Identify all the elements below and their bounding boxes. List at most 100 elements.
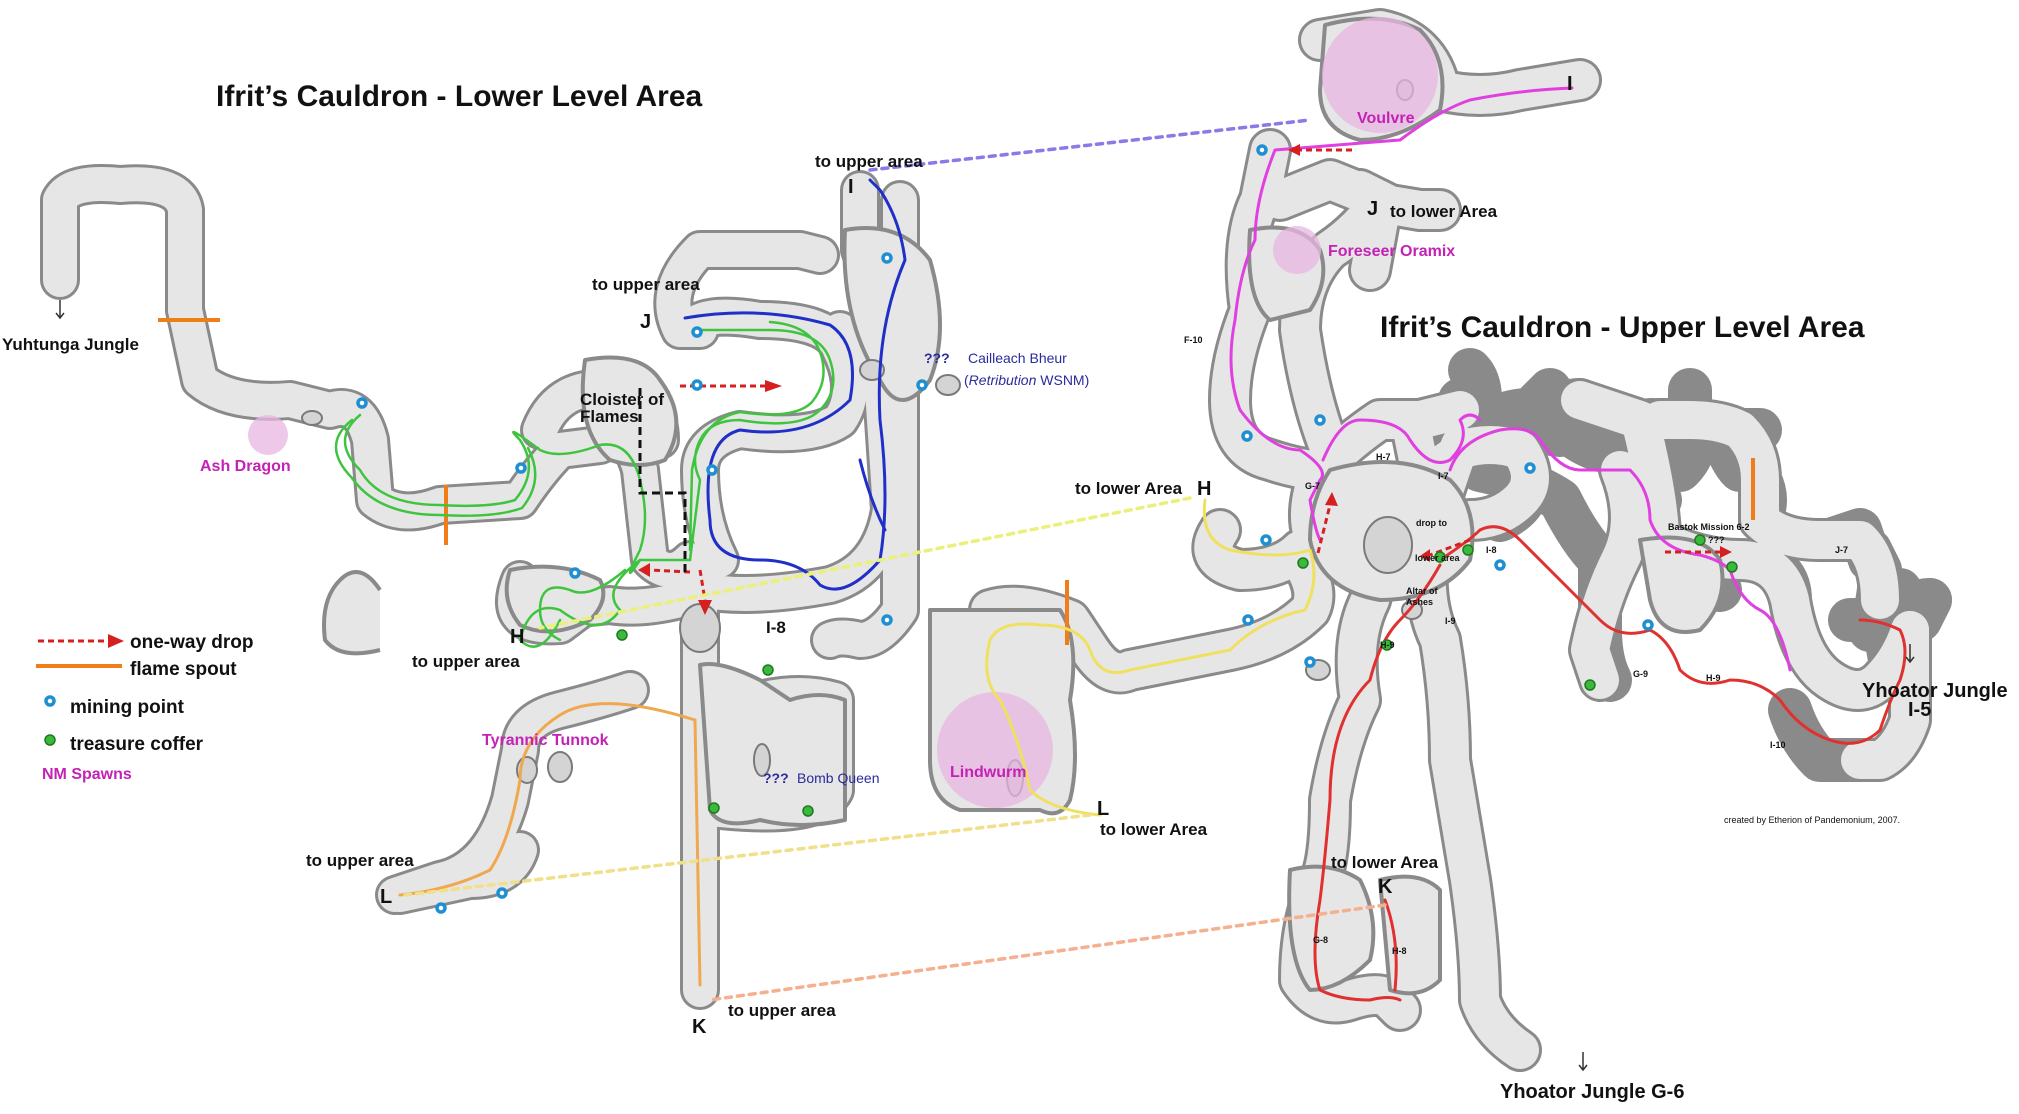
mining-point — [691, 379, 703, 391]
exit-arrow-yuhtunga — [55, 300, 65, 320]
mining-points — [356, 144, 1654, 914]
flame-spouts — [158, 318, 1755, 645]
lindwurm-label: Lindwurm — [950, 764, 1026, 781]
cloister-label-2: Flames — [580, 407, 639, 426]
grid-label: H-9 — [1706, 673, 1721, 683]
upper-j-exit-label: to lower Area — [1390, 202, 1498, 221]
treasure-coffer — [1694, 534, 1706, 546]
lower-j-exit-label: to upper area — [592, 275, 700, 294]
grid-label: I-8 — [1486, 545, 1497, 555]
mining-point — [1642, 619, 1654, 631]
mining-point — [1314, 414, 1326, 426]
mining-point — [515, 462, 527, 474]
connection-k — [708, 903, 1387, 1002]
mining-point — [356, 397, 368, 409]
mining-point — [1524, 462, 1536, 474]
oramix-label: Foreseer Oramix — [1328, 243, 1455, 260]
exit-arrows — [55, 300, 1915, 1072]
legend-mining-swatch — [44, 695, 56, 707]
upper-k-exit-label: to lower Area — [1331, 853, 1439, 872]
cloister-label-1: Cloister of — [580, 390, 664, 409]
legend-nm-label: NM Spawns — [42, 766, 132, 783]
credit-label: created by Etherion of Pandemonium, 2007… — [1724, 815, 1900, 825]
lower-k-exit-label: to upper area — [728, 1001, 836, 1020]
exit-arrow-yhoator-i5 — [1905, 644, 1915, 664]
lower-routes — [334, 178, 907, 987]
lower-i-letter: I — [848, 176, 854, 198]
grid-label: G-7 — [1305, 481, 1320, 491]
mining-point — [435, 902, 447, 914]
connection-i — [868, 118, 1312, 172]
mining-point — [881, 252, 893, 264]
legend: one-way drop flame spout mining point tr… — [36, 632, 254, 783]
mining-point — [496, 887, 508, 899]
lindwurm-spawn — [937, 692, 1053, 808]
area-connections — [403, 118, 1387, 1002]
legend-drop-label: one-way drop — [130, 632, 254, 653]
yhoator-i5-label-1: Yhoator Jungle — [1862, 680, 2008, 702]
grid-label: G-9 — [1633, 669, 1648, 679]
one-way-drop-arrow — [649, 568, 691, 574]
lower-title: Ifrit’s Cauldron - Lower Level Area — [216, 80, 703, 113]
upper-h-exit-label: to lower Area — [1075, 479, 1183, 498]
grid-label: H-7 — [1376, 452, 1391, 462]
lower-k-letter: K — [692, 1016, 707, 1038]
mining-point — [1241, 430, 1253, 442]
upper-i-letter: I — [1567, 73, 1573, 95]
treasure-coffers — [616, 534, 1738, 817]
treasure-coffer — [1434, 551, 1446, 563]
cloister-connector — [638, 388, 687, 575]
lower-h-letter: H — [510, 626, 524, 648]
lower-i-exit-label: to upper area — [815, 152, 923, 171]
retribution-label: (Retribution WSNM) — [964, 372, 1089, 388]
grid-label: I-10 — [1770, 740, 1786, 750]
mining-point — [691, 326, 703, 338]
treasure-coffer — [1297, 557, 1309, 569]
drop-arrowheads — [638, 144, 1732, 615]
grid-labels: F-10 H-7 G-7 I-7 I-8 I-9 H-9 G-9 H-9 I-1… — [1184, 335, 1848, 956]
grid-label: H-8 — [1392, 946, 1407, 956]
grid-label: I-9 — [1445, 616, 1456, 626]
upper-routes — [985, 86, 1907, 1002]
grid-label: H-9 — [1380, 640, 1395, 650]
mining-point — [1256, 144, 1268, 156]
bomb-marker: ??? — [763, 770, 789, 786]
treasure-coffer — [1462, 544, 1474, 556]
cailleach-label: Cailleach Bheur — [968, 350, 1067, 366]
tyrannic-label: Tyrannic Tunnok — [482, 732, 609, 749]
grid-label: F-10 — [1184, 335, 1203, 345]
upper-l-letter: L — [1097, 798, 1109, 820]
upper-title: Ifrit’s Cauldron - Upper Level Area — [1380, 311, 1865, 344]
treasure-coffer — [1381, 639, 1393, 651]
lower-cave-walls — [40, 164, 942, 1010]
treasure-coffer — [1584, 679, 1596, 691]
drop-to-label-2: lower area — [1415, 553, 1461, 563]
upper-h-letter: H — [1197, 478, 1211, 500]
mining-point — [881, 614, 893, 626]
altar-label-1: Altar of — [1406, 586, 1439, 596]
lower-i8-label: I-8 — [766, 618, 786, 637]
mining-point — [1260, 534, 1272, 546]
upper-j-letter: J — [1367, 198, 1378, 220]
one-way-drop-arrow — [1316, 504, 1332, 554]
lower-l-letter: L — [380, 886, 392, 908]
yuhtunga-label: Yuhtunga Jungle — [2, 335, 139, 354]
legend-coffer-swatch — [44, 734, 56, 746]
mining-point — [569, 567, 581, 579]
treasure-coffer — [616, 629, 628, 641]
legend-coffer-label: treasure coffer — [70, 734, 204, 755]
connection-h — [538, 496, 1192, 630]
mining-point — [1304, 656, 1316, 668]
altar-label-2: Ashes — [1406, 597, 1433, 607]
mining-point — [1494, 559, 1506, 571]
mining-point — [916, 379, 928, 391]
upper-cave-walls — [928, 8, 1952, 1072]
cailleach-marker: ??? — [924, 350, 950, 366]
ash-dragon-spawn — [248, 415, 288, 455]
ash-dragon-label: Ash Dragon — [200, 458, 291, 475]
mining-point — [706, 464, 718, 476]
grid-label: J-7 — [1835, 545, 1848, 555]
upper-k-letter: K — [1378, 876, 1393, 898]
yhoator-g6-label: Yhoator Jungle G-6 — [1500, 1081, 1684, 1103]
legend-mining-label: mining point — [70, 697, 185, 718]
